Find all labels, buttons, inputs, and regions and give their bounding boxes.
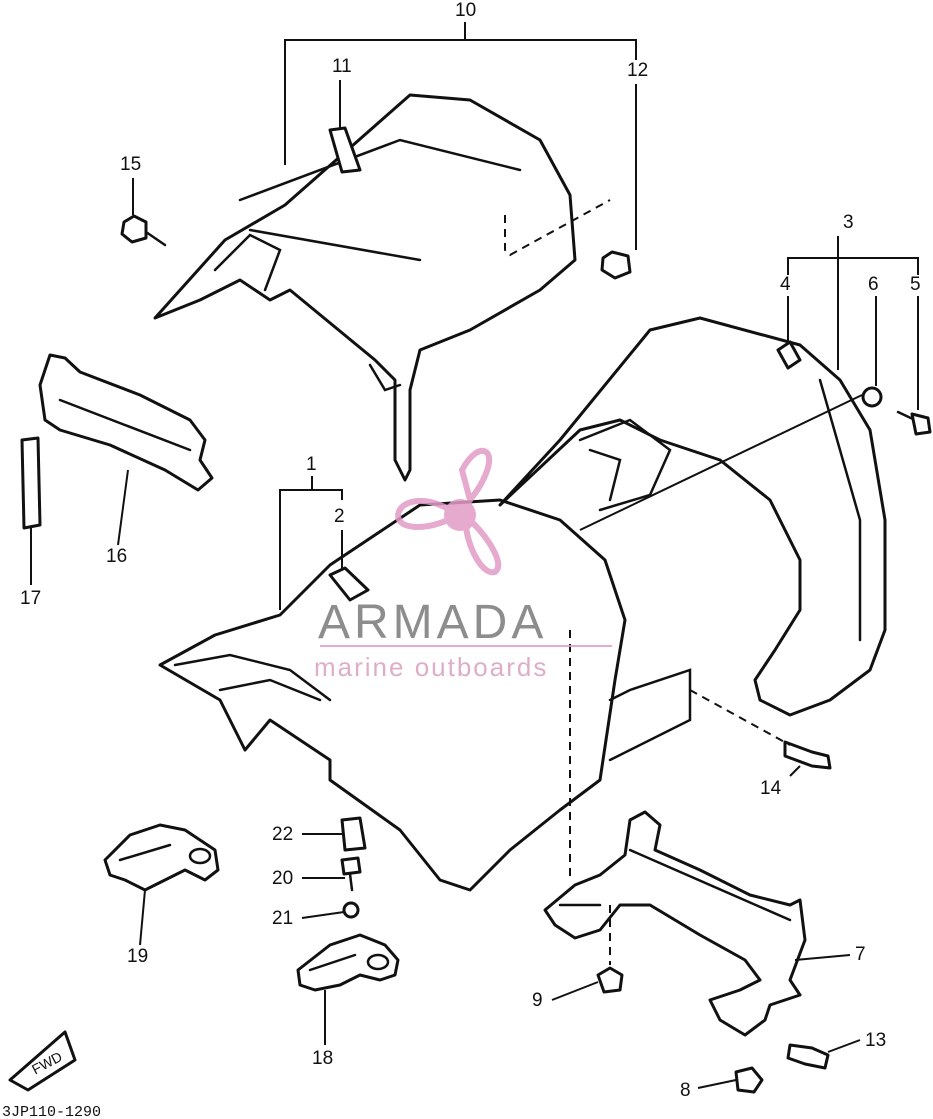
part-6-washer [861, 386, 883, 408]
part-21-washer [342, 901, 360, 919]
leader-21 [301, 911, 345, 919]
callout-6: 6 [868, 274, 879, 295]
callout-19: 19 [127, 946, 148, 967]
seat-upper [153, 93, 611, 482]
callout-7: 7 [855, 944, 866, 965]
part-13-bolt [786, 1043, 830, 1070]
part-11-hook [328, 126, 362, 174]
part-15-bolt [120, 214, 167, 247]
propeller-logo-icon [394, 448, 502, 576]
part-18-hole [366, 953, 390, 971]
watermark-tagline: marine outboards [314, 652, 548, 682]
callout-9: 9 [532, 990, 543, 1011]
part-2-hook [328, 566, 370, 602]
callout-13: 13 [865, 1030, 886, 1051]
leader-8 [697, 1079, 737, 1089]
part-19-hole [188, 847, 212, 865]
part-8-cap [734, 1066, 764, 1094]
bracket-10 [284, 39, 637, 165]
callout-4: 4 [780, 274, 791, 295]
callout-18: 18 [312, 1048, 333, 1069]
callout-10: 10 [455, 0, 476, 21]
seat-main [158, 498, 692, 892]
callout-16: 16 [106, 546, 127, 567]
part-18-detail [308, 953, 357, 972]
callout-5: 5 [910, 274, 921, 295]
part-16-detail [58, 398, 192, 452]
part-12-damper [600, 250, 632, 280]
callout-11: 11 [332, 56, 352, 77]
rear-cowl [498, 316, 887, 717]
callout-22: 22 [272, 824, 293, 845]
callout-2: 2 [334, 506, 345, 527]
part-20-pin [340, 856, 362, 892]
part-19-detail [118, 843, 172, 862]
fwd-arrow-icon: FWD [8, 1030, 77, 1092]
part-5-bolt [896, 410, 932, 436]
part-14-bolt [689, 689, 832, 770]
watermark-brand: ARMADA [318, 596, 547, 649]
callout-8: 8 [680, 1080, 691, 1101]
leader-6 [579, 394, 863, 531]
part-16-bracket [38, 353, 214, 492]
callout-20: 20 [272, 868, 293, 889]
callout-1: 1 [306, 454, 317, 475]
callout-3: 3 [843, 212, 854, 233]
callout-12: 12 [627, 60, 648, 81]
part-7-bracket [543, 630, 807, 1037]
drawing-code: 3JP110-1290 [2, 1104, 101, 1119]
callout-14: 14 [760, 778, 782, 799]
part-4-hook [776, 340, 802, 370]
callout-15: 15 [120, 154, 141, 175]
part-19-bracket [103, 823, 220, 892]
armada-watermark: ARMADA marine outboards [314, 448, 612, 682]
leader-16 [117, 469, 129, 546]
part-22-damper [340, 816, 367, 852]
bracket-3 [787, 257, 919, 275]
leader-14 [789, 765, 801, 777]
leader-9 [551, 981, 599, 1001]
callout-21: 21 [272, 908, 293, 929]
part-18-bracket [296, 933, 400, 992]
leader-19 [139, 889, 146, 946]
part-9-grommet [596, 966, 624, 994]
callout-17: 17 [20, 588, 41, 609]
leader-7 [794, 954, 851, 961]
leader-13 [827, 1039, 861, 1053]
part-17-strap [20, 436, 42, 530]
